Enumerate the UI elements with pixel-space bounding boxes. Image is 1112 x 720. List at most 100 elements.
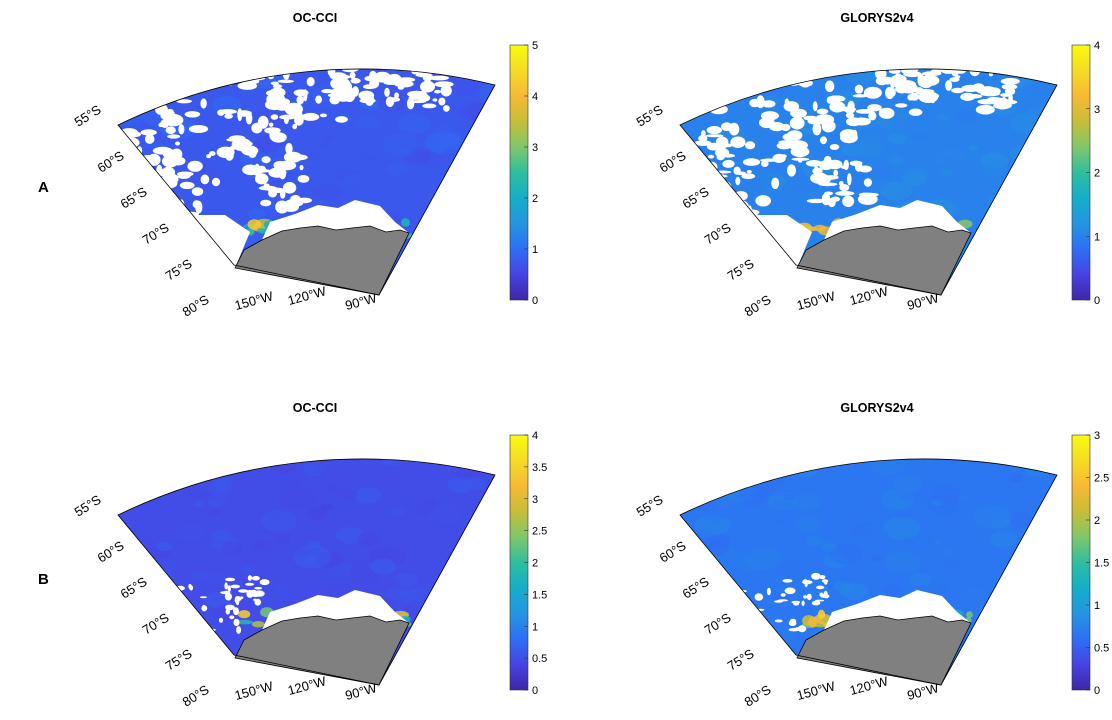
field-patch: [331, 143, 364, 163]
missing-data: [246, 83, 256, 88]
missing-data: [340, 58, 346, 61]
missing-data: [818, 182, 838, 187]
missing-data: [754, 238, 761, 242]
missing-data: [171, 223, 179, 231]
field-patch: [820, 542, 837, 552]
missing-data: [975, 104, 995, 115]
missing-data: [681, 167, 695, 174]
missing-data: [855, 109, 874, 114]
field-patch: [1003, 673, 1015, 681]
field-patch: [758, 410, 797, 433]
missing-data: [254, 173, 269, 185]
field-patch: [1008, 181, 1019, 188]
colorbar-tick-label: 1: [532, 621, 538, 633]
field-patch: [936, 113, 949, 121]
missing-data: [714, 261, 734, 265]
field-patch: [444, 220, 458, 229]
field-patch: [464, 476, 487, 490]
field-patch: [459, 69, 473, 73]
missing-data: [176, 99, 192, 104]
missing-data: [819, 575, 826, 580]
missing-data: [383, 80, 401, 85]
missing-data: [710, 174, 728, 178]
lat-label: 55°S: [72, 492, 104, 520]
missing-data: [825, 80, 835, 93]
lat-label: 65°S: [118, 574, 150, 602]
field-patch: [753, 446, 772, 457]
field-patch: [868, 498, 878, 504]
missing-data: [722, 159, 735, 168]
missing-data: [171, 148, 183, 161]
field-patch: [892, 475, 924, 494]
field-patch: [473, 59, 485, 66]
field-patch: [255, 459, 271, 466]
colorbar-tick-label: 1.5: [1094, 558, 1109, 570]
missing-data: [181, 217, 193, 221]
lon-label: 90°W: [905, 680, 940, 703]
field-patch: [680, 271, 706, 294]
field-patch: [898, 37, 912, 45]
missing-data: [741, 173, 756, 180]
missing-data: [801, 600, 805, 606]
field-patch: [694, 528, 713, 539]
colorbar-tick-label: 1: [1094, 231, 1100, 243]
field-patch: [469, 459, 495, 471]
field-patch: [260, 510, 298, 533]
colorbar-tick-label: 1: [1094, 600, 1100, 612]
missing-data: [782, 133, 798, 141]
field-patch: [784, 494, 795, 501]
field-patch: [744, 627, 771, 644]
missing-data: [790, 146, 810, 158]
missing-data: [303, 89, 308, 102]
missing-data: [352, 86, 359, 97]
missing-data: [199, 596, 208, 599]
missing-data: [793, 602, 800, 606]
row-label-a: A: [38, 179, 49, 196]
missing-data: [875, 69, 887, 80]
missing-data: [422, 71, 433, 82]
field-patch: [322, 133, 334, 141]
missing-data: [718, 649, 723, 655]
missing-data: [787, 164, 796, 177]
colorbar-tick-label: 1.5: [532, 589, 547, 601]
field-patch: [937, 42, 957, 54]
missing-data: [728, 646, 734, 655]
missing-data: [155, 104, 168, 116]
field-patch: [951, 30, 979, 47]
field-patch: [928, 581, 950, 595]
missing-data: [847, 173, 852, 186]
field-patch: [233, 431, 272, 454]
field-patch: [962, 280, 988, 295]
missing-data: [895, 103, 908, 108]
lat-label: 55°S: [634, 492, 666, 520]
panel-title: OC-CCI: [293, 401, 337, 415]
missing-data: [724, 245, 739, 254]
field-patch: [680, 633, 700, 654]
missing-data: [774, 69, 781, 71]
missing-data: [994, 97, 1011, 110]
missing-data: [315, 95, 322, 104]
missing-data: [175, 634, 184, 640]
field-patch: [746, 459, 783, 479]
field-patch: [432, 122, 452, 135]
field-patch: [381, 438, 407, 454]
field-patch: [466, 164, 495, 182]
missing-data: [350, 78, 361, 84]
missing-data: [388, 57, 398, 63]
lat-label: 70°S: [140, 220, 172, 248]
field-patch: [253, 582, 290, 604]
missing-data: [755, 63, 774, 67]
lat-label: 65°S: [680, 574, 712, 602]
missing-data: [242, 49, 261, 57]
missing-data: [719, 210, 726, 220]
missing-data: [740, 213, 754, 225]
missing-data: [734, 633, 743, 640]
missing-data: [739, 214, 755, 227]
missing-data: [223, 590, 229, 595]
field-patch: [251, 540, 273, 553]
field-patch: [339, 426, 374, 447]
field-patch: [773, 69, 794, 75]
missing-data: [908, 108, 923, 116]
field-patch: [926, 46, 945, 57]
